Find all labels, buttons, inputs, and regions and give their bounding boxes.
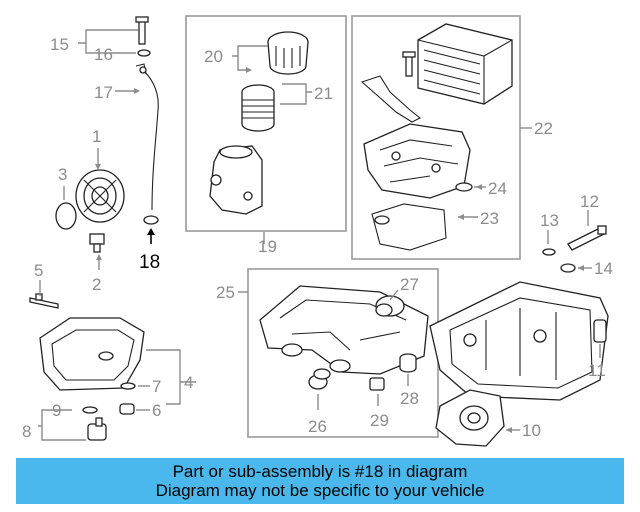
callout-19: 19 <box>258 237 277 256</box>
box-oil-cooler-group <box>351 15 521 260</box>
callout-3: 3 <box>58 165 67 184</box>
part-cooler-housing <box>363 123 471 199</box>
part-6-drain-plug <box>119 403 135 415</box>
part-19-filter-housing <box>209 145 263 215</box>
parts-diagram: 15 16 17 18 1 3 2 5 <box>22 15 613 447</box>
callout-23: 23 <box>480 209 499 228</box>
callout-12: 12 <box>580 192 599 211</box>
callout-22: 22 <box>534 119 553 138</box>
callout-13: 13 <box>540 211 559 230</box>
part-cooler-bolt <box>402 51 416 77</box>
part-26-seal <box>308 368 331 390</box>
callout-26: 26 <box>308 417 327 436</box>
part-oil-sump <box>39 317 145 391</box>
callout-17: 17 <box>94 83 113 102</box>
part-5-sensor <box>29 293 59 309</box>
callout-6: 6 <box>152 401 161 420</box>
callout-8: 8 <box>22 422 31 441</box>
part-10-oil-pump <box>435 389 505 447</box>
callout-18: 18 <box>139 252 160 273</box>
part-28-cap <box>399 353 417 373</box>
callout-1: 1 <box>92 127 101 146</box>
callout-4: 4 <box>184 373 193 392</box>
callout-27: 27 <box>400 275 419 294</box>
part-3-seal <box>55 202 77 230</box>
part-21-filter-element <box>241 84 275 132</box>
part-17-dipstick-tube <box>135 63 159 211</box>
callout-10: 10 <box>522 421 541 440</box>
part-11-oil-pan <box>429 281 609 401</box>
callout-2: 2 <box>92 275 101 294</box>
part-14-seal <box>560 263 576 273</box>
part-12-sensor <box>567 225 607 251</box>
callout-5: 5 <box>34 261 43 280</box>
part-9-seal <box>82 406 98 414</box>
part-18-o-ring <box>143 215 159 225</box>
part-13-seal <box>542 248 556 256</box>
part-2-bolt <box>89 233 105 253</box>
callout-29: 29 <box>370 411 389 430</box>
callout-24: 24 <box>488 179 507 198</box>
part-20-filter-cap <box>267 31 309 75</box>
banner-line-1: Part or sub-assembly is #18 in diagram <box>172 462 468 481</box>
part-8-oil-level-sensor <box>87 417 107 441</box>
banner-line-2: Diagram may not be specific to your vehi… <box>155 481 485 500</box>
part-29-gasket <box>369 377 385 391</box>
callout-15: 15 <box>50 35 69 54</box>
part-cooler-gasket <box>360 75 422 123</box>
callout-9: 9 <box>52 401 61 420</box>
callout-14: 14 <box>594 259 613 278</box>
box-oil-filter-group <box>185 15 347 232</box>
part-1-pulley <box>75 169 125 223</box>
callout-20: 20 <box>204 47 223 66</box>
part-oil-cooler <box>417 23 513 105</box>
part-16-washer <box>137 49 151 57</box>
info-banner: Part or sub-assembly is #18 in diagram D… <box>16 458 624 504</box>
part-24-o-ring <box>455 182 473 192</box>
callout-21: 21 <box>314 84 333 103</box>
callout-7: 7 <box>152 377 161 396</box>
part-23-gasket <box>371 203 447 251</box>
callout-28: 28 <box>400 389 419 408</box>
callout-16: 16 <box>94 45 113 64</box>
part-15-bolt <box>135 16 149 45</box>
part-27-gasket <box>375 303 393 317</box>
part-7-gasket <box>120 382 136 390</box>
callout-11: 11 <box>588 361 606 380</box>
callout-25: 25 <box>216 283 235 302</box>
